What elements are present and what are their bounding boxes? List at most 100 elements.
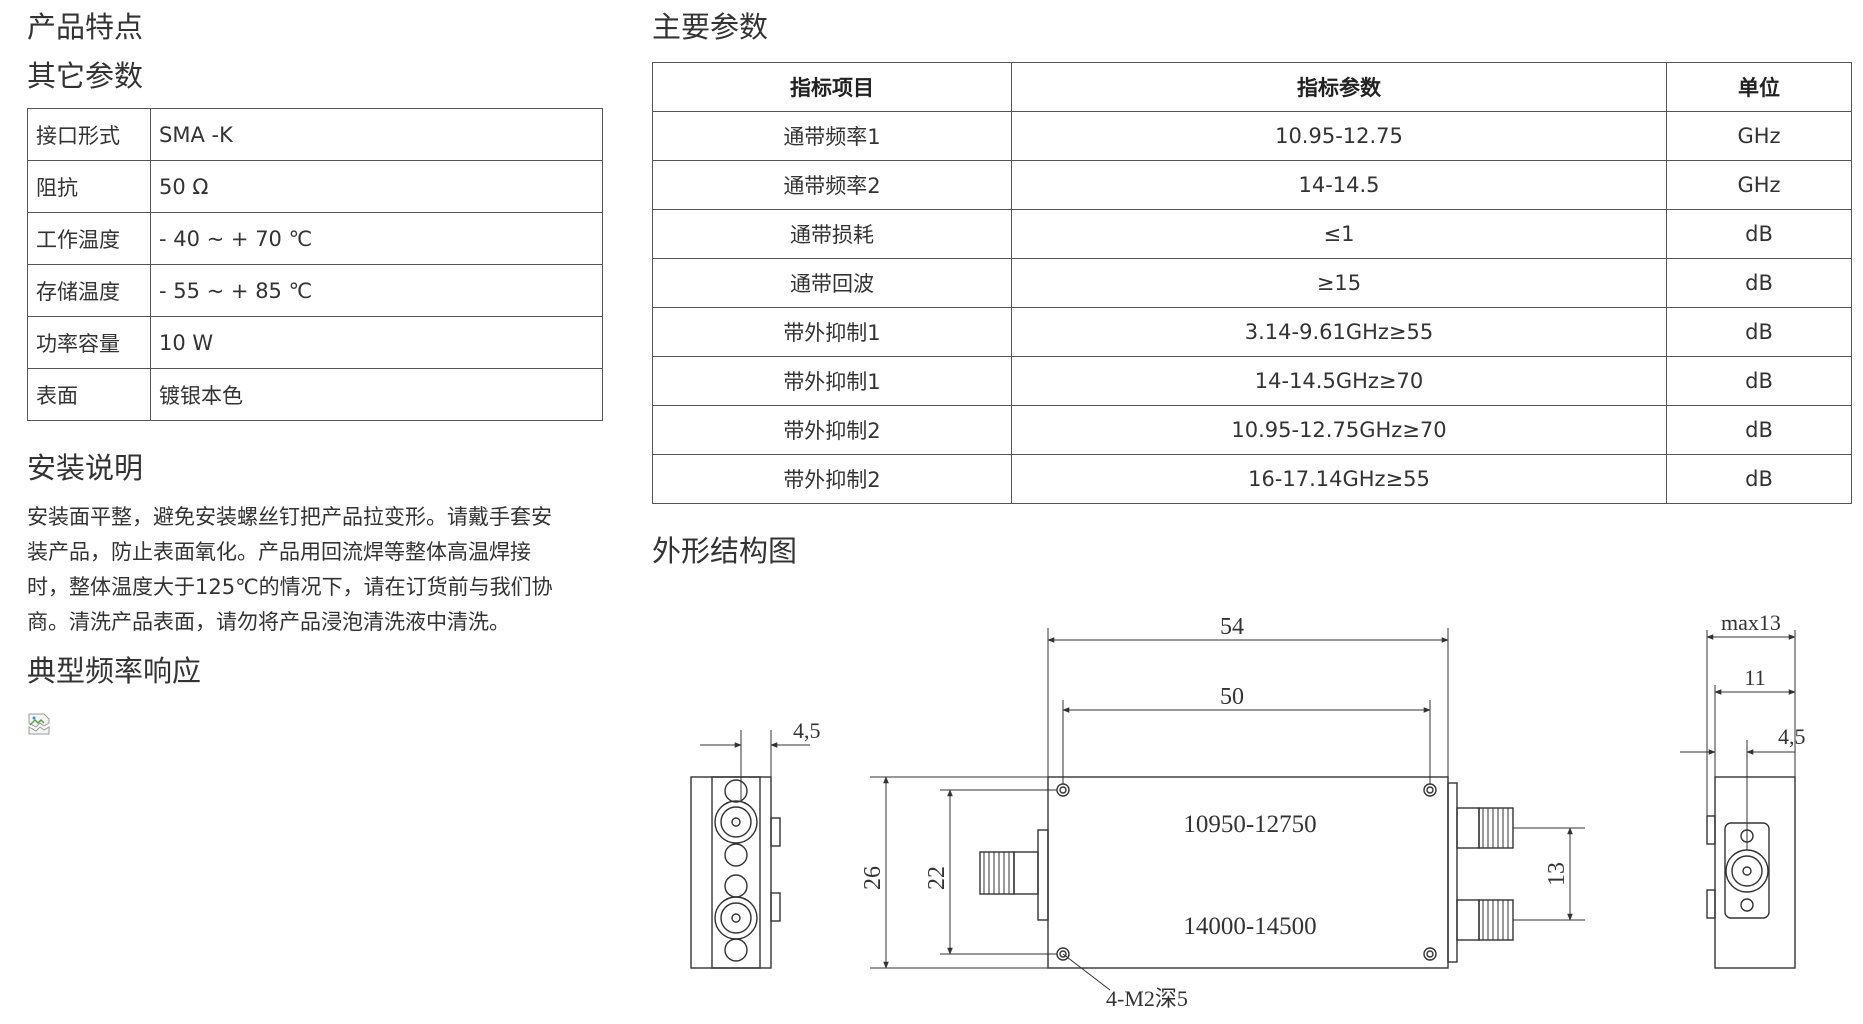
dim-label-26: 26 bbox=[860, 866, 886, 890]
outline-heading: 外形结构图 bbox=[652, 534, 798, 568]
table-cell: dB bbox=[1666, 307, 1852, 357]
output-connector-thread-lines bbox=[1482, 808, 1509, 848]
table-cell: 带外抑制1 bbox=[652, 356, 1012, 406]
right-view-tab bbox=[1706, 889, 1716, 919]
table-cell: dB bbox=[1666, 209, 1852, 259]
table-cell: 带外抑制1 bbox=[652, 307, 1012, 357]
left-view-tab bbox=[770, 817, 781, 847]
dim-label-22: 22 bbox=[924, 866, 950, 890]
table-cell: dB bbox=[1666, 258, 1852, 308]
spec-value: 10 W bbox=[150, 316, 603, 369]
mount-hole bbox=[1423, 947, 1437, 961]
input-connector-flange bbox=[1037, 829, 1049, 921]
mount-hole-inner bbox=[1426, 950, 1434, 958]
left-view-connector-top-inner bbox=[720, 806, 752, 838]
mount-hole-inner bbox=[1059, 950, 1067, 958]
spec-value: SMA -K bbox=[150, 108, 603, 161]
left-view-body bbox=[690, 776, 772, 969]
table-cell: 通带损耗 bbox=[652, 209, 1012, 259]
column-header: 单位 bbox=[1666, 62, 1852, 112]
table-cell: 通带频率1 bbox=[652, 111, 1012, 161]
output-connector-hex bbox=[1456, 899, 1480, 941]
right-view-connector-pin bbox=[1742, 866, 1752, 876]
dim-label-11: 11 bbox=[1744, 665, 1765, 690]
spec-key: 工作温度 bbox=[27, 212, 151, 265]
dim-label-max13: max13 bbox=[1721, 610, 1781, 635]
table-cell: GHz bbox=[1666, 111, 1852, 161]
other-params-heading: 其它参数 bbox=[27, 59, 144, 93]
left-view-flange bbox=[711, 776, 761, 969]
left-view-tab bbox=[770, 892, 781, 922]
spec-value: 50 Ω bbox=[150, 160, 603, 213]
spec-value: - 55 ~ + 85 ℃ bbox=[150, 264, 603, 317]
table-cell: 16-17.14GHz≥55 bbox=[1011, 454, 1667, 504]
table-cell: 通带频率2 bbox=[652, 160, 1012, 210]
spec-value: - 40 ~ + 70 ℃ bbox=[150, 212, 603, 265]
column-header: 指标项目 bbox=[652, 62, 1012, 112]
left-view-hole bbox=[724, 938, 748, 962]
install-line: 时，整体温度大于125℃的情况下，请在订货前与我们协 bbox=[27, 575, 553, 599]
spec-key: 接口形式 bbox=[27, 108, 151, 161]
left-view-connector-top bbox=[714, 800, 758, 844]
table-row: 表面镀银本色 bbox=[27, 368, 603, 421]
right-view-connector-inner bbox=[1731, 855, 1763, 887]
right-view-tab bbox=[1706, 815, 1716, 845]
left-view-connector-bottom-pin bbox=[731, 913, 741, 923]
table-cell: ≤1 bbox=[1011, 209, 1667, 259]
right-view-body bbox=[1714, 776, 1796, 969]
table-cell: dB bbox=[1666, 356, 1852, 406]
left-view-hole bbox=[724, 843, 748, 867]
table-cell: 10.95-12.75GHz≥70 bbox=[1011, 405, 1667, 455]
table-cell: dB bbox=[1666, 454, 1852, 504]
table-row: 工作温度- 40 ~ + 70 ℃ bbox=[27, 212, 603, 265]
table-cell: 10.95-12.75 bbox=[1011, 111, 1667, 161]
band-label-2: 14000-14500 bbox=[1183, 913, 1316, 940]
table-cell: 带外抑制2 bbox=[652, 454, 1012, 504]
spec-key: 阻抗 bbox=[27, 160, 151, 213]
install-line: 商。清洗产品表面，请勿将产品浸泡清洗液中清洗。 bbox=[27, 610, 510, 634]
dim-label-13: 13 bbox=[1544, 862, 1570, 886]
left-view-connector-bottom-inner bbox=[720, 902, 752, 934]
mount-hole bbox=[1056, 783, 1070, 797]
front-view bbox=[870, 628, 1585, 991]
table-cell: GHz bbox=[1666, 160, 1852, 210]
output-connector-hex bbox=[1456, 807, 1480, 849]
main-params-heading: 主要参数 bbox=[652, 10, 769, 44]
column-header: 指标参数 bbox=[1011, 62, 1667, 112]
left-view-connector-top-pin bbox=[731, 817, 741, 827]
input-connector-thread bbox=[979, 851, 1015, 895]
table-cell: 14-14.5 bbox=[1011, 160, 1667, 210]
spec-key: 功率容量 bbox=[27, 316, 151, 369]
install-line: 安装面平整，避免安装螺丝钉把产品拉变形。请戴手套安 bbox=[27, 505, 552, 529]
input-connector-hex bbox=[1013, 851, 1039, 895]
right-side-view bbox=[1680, 630, 1796, 969]
table-cell: 3.14-9.61GHz≥55 bbox=[1011, 307, 1667, 357]
freq-response-heading: 典型频率响应 bbox=[27, 654, 202, 688]
dim-label-54: 54 bbox=[1220, 614, 1244, 640]
install-description: 安装面平整，避免安装螺丝钉把产品拉变形。请戴手套安 装产品，防止表面氧化。产品用… bbox=[27, 500, 599, 640]
left-side-view bbox=[690, 730, 810, 969]
spec-value: 镀银本色 bbox=[150, 368, 603, 421]
output-connector-thread-lines bbox=[1482, 900, 1509, 940]
table-header-row: 指标项目 指标参数 单位 bbox=[652, 62, 1852, 112]
features-heading: 产品特点 bbox=[27, 10, 144, 44]
table-cell: ≥15 bbox=[1011, 258, 1667, 308]
table-row: 存储温度- 55 ~ + 85 ℃ bbox=[27, 264, 603, 317]
install-heading: 安装说明 bbox=[27, 451, 144, 485]
dim-label-4-5-left: 4,5 bbox=[793, 718, 821, 743]
right-view-hole bbox=[1740, 898, 1754, 912]
front-view-flange bbox=[1447, 782, 1458, 963]
mount-hole bbox=[1423, 783, 1437, 797]
outline-drawing: 4,5 bbox=[690, 610, 1806, 1011]
